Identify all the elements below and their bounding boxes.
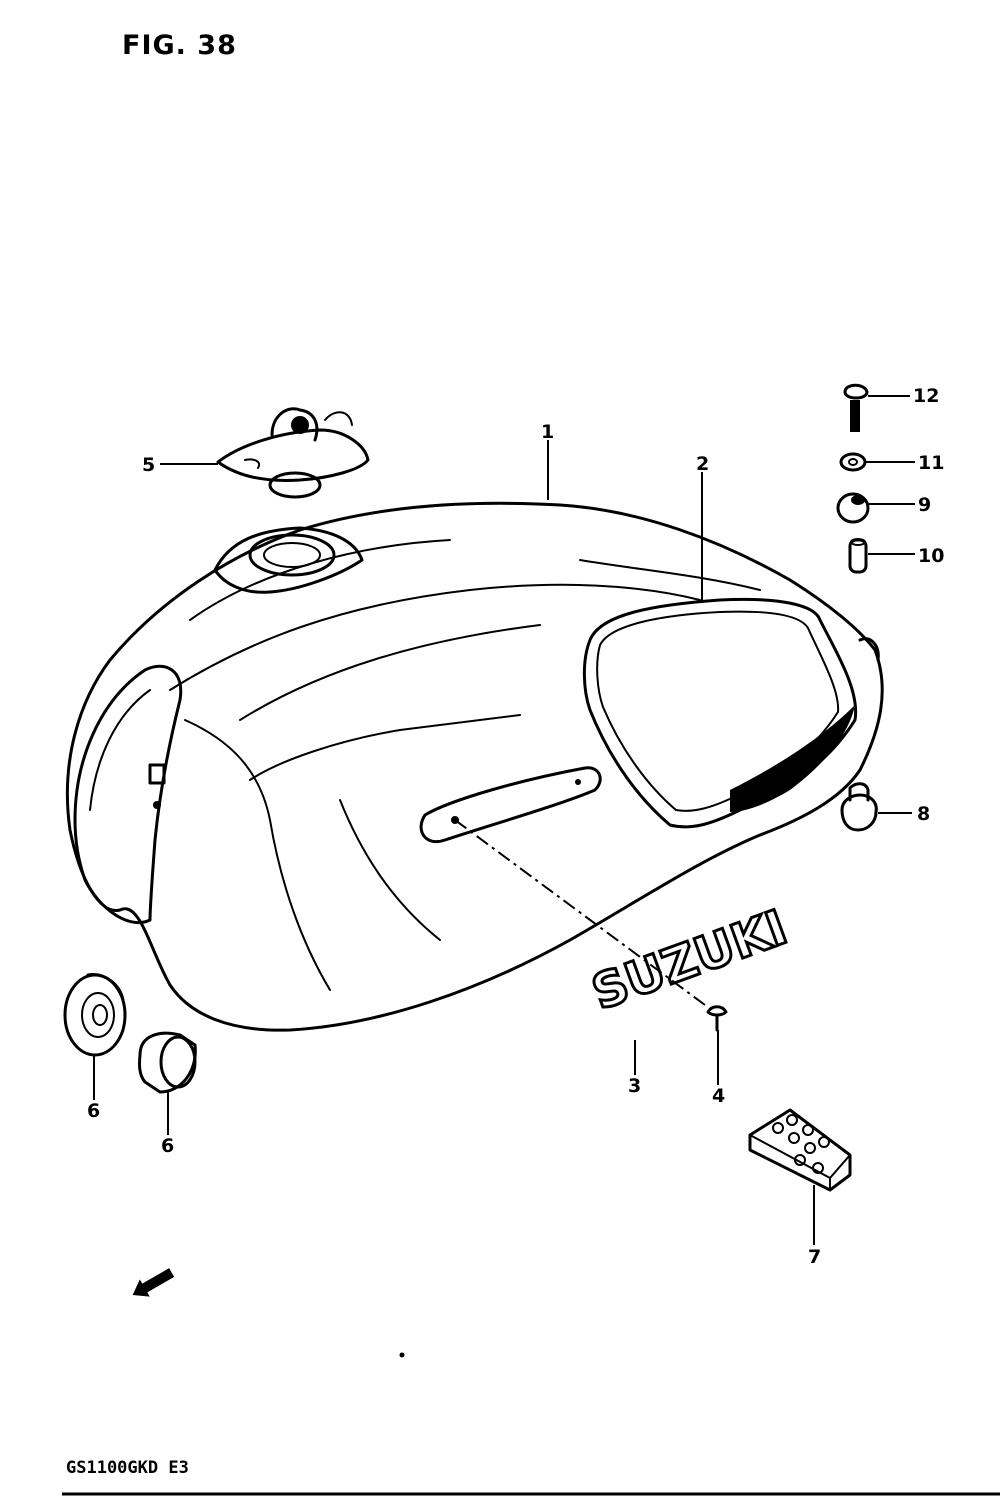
model-code: GS1100GKD E3 bbox=[66, 1458, 189, 1478]
callout-12: 12 bbox=[913, 385, 939, 407]
callout-labels: 1 2 3 4 5 6 6 7 8 9 10 11 12 bbox=[87, 385, 944, 1268]
grommet-a bbox=[63, 973, 127, 1057]
callout-3: 3 bbox=[628, 1075, 641, 1097]
callout-4: 4 bbox=[712, 1085, 725, 1107]
callout-1: 1 bbox=[541, 421, 554, 443]
callout-8: 8 bbox=[917, 803, 930, 825]
washer bbox=[839, 452, 867, 472]
cushion-rubber bbox=[836, 492, 870, 524]
callout-10: 10 bbox=[918, 545, 944, 567]
suzuki-emblem: SUZUKI bbox=[583, 898, 795, 1023]
mounting-bolt bbox=[843, 383, 869, 432]
grommet-b bbox=[138, 1031, 197, 1094]
callout-9: 9 bbox=[918, 494, 931, 516]
speck bbox=[399, 1352, 405, 1358]
fuel-cap bbox=[216, 407, 370, 499]
callout-6b: 6 bbox=[161, 1135, 174, 1157]
callout-11: 11 bbox=[918, 452, 944, 474]
spacer-collar bbox=[848, 538, 868, 574]
figure-title: FIG. 38 bbox=[122, 30, 237, 61]
callout-6a: 6 bbox=[87, 1100, 100, 1122]
callout-5: 5 bbox=[142, 454, 155, 476]
callout-2: 2 bbox=[696, 453, 709, 475]
callout-7: 7 bbox=[808, 1246, 821, 1268]
rear-cushion bbox=[840, 782, 878, 832]
front-direction-arrow-icon bbox=[132, 1268, 175, 1297]
emblem-screw bbox=[706, 1005, 728, 1032]
leader-lines bbox=[93, 395, 915, 1245]
emblem-text: SUZUKI bbox=[585, 899, 794, 1021]
damper-block bbox=[748, 1108, 852, 1192]
